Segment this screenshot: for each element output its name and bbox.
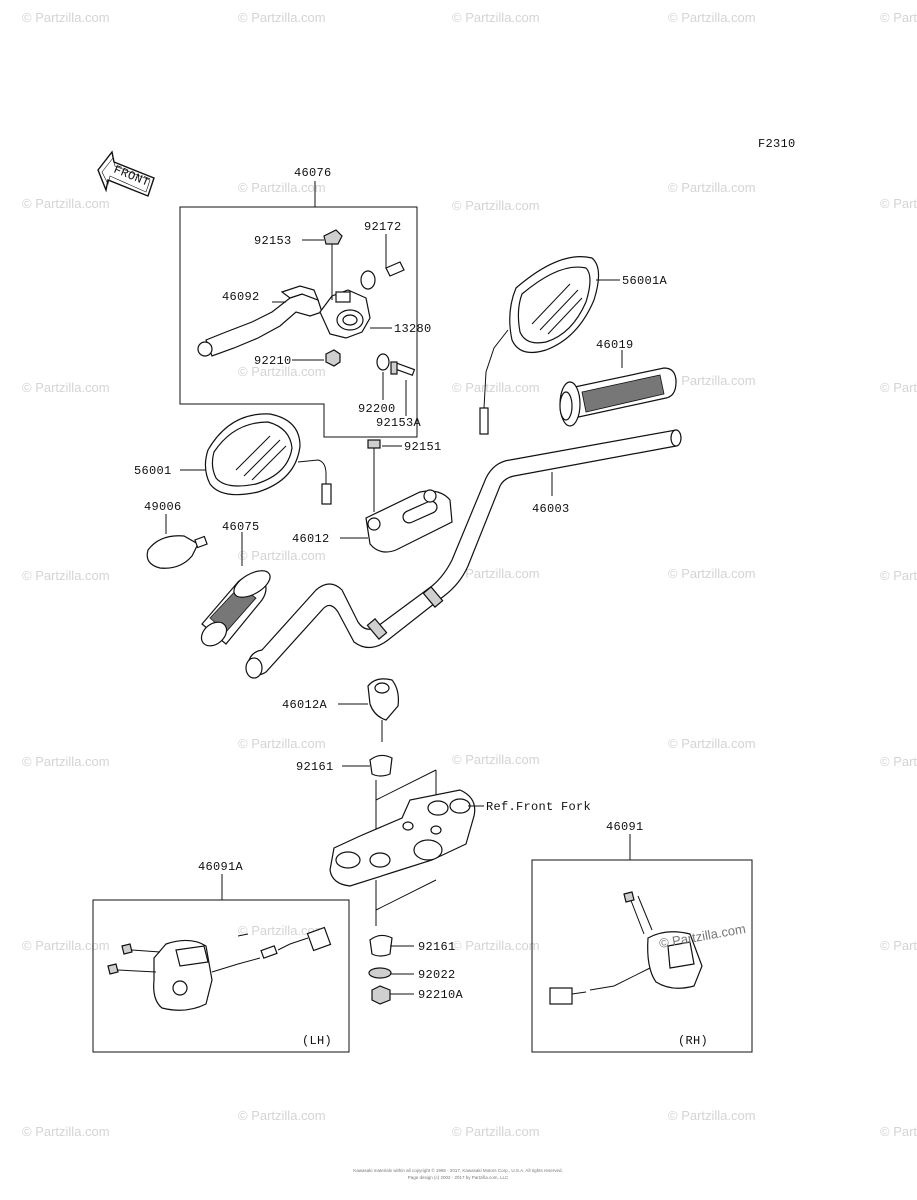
watermark: © Partzilla.com — [22, 754, 110, 769]
nut-92210A[interactable] — [371, 985, 391, 1005]
watermark: © Partzilla.com — [238, 1108, 326, 1123]
watermark: © Partzilla.com — [22, 568, 110, 583]
watermark: © Partzilla.com — [238, 548, 326, 563]
inline-watermark: © Partzilla.com — [658, 921, 747, 951]
upper-bracket[interactable] — [329, 769, 476, 926]
callout-13280[interactable]: 13280 — [394, 322, 432, 336]
watermark: © Partzilla.com — [22, 1124, 110, 1139]
lever-assembly-box — [179, 206, 418, 438]
watermark: © Partzilla.com — [668, 10, 756, 25]
right-mirror[interactable] — [479, 256, 600, 435]
right-grip[interactable] — [559, 367, 677, 427]
callout-46091a[interactable]: 46091A — [198, 860, 244, 874]
rh-switch-box — [531, 859, 753, 1053]
callout-46091[interactable]: 46091 — [606, 820, 644, 834]
watermark: © Partzilla.com — [668, 373, 756, 388]
mirror-cap[interactable] — [146, 535, 208, 569]
washer-92022[interactable] — [368, 967, 392, 979]
watermark: © Partzilla.com — [880, 10, 917, 25]
rh-side-label: (RH) — [678, 1034, 708, 1048]
left-grip[interactable] — [197, 565, 274, 650]
callout-92151[interactable]: 92151 — [404, 440, 442, 454]
watermark: © Partzilla.com — [668, 566, 756, 581]
footer: Kawasaki materials within all copyright … — [353, 1167, 562, 1180]
callout-92161-lower[interactable]: 92161 — [418, 940, 456, 954]
figure-code: F2310 — [758, 137, 796, 151]
watermark: © Partzilla.com — [22, 938, 110, 953]
callout-46076[interactable]: 46076 — [294, 166, 332, 180]
callout-46003[interactable]: 46003 — [532, 502, 570, 516]
callout-92172[interactable]: 92172 — [364, 220, 402, 234]
callout-46075[interactable]: 46075 — [222, 520, 260, 534]
left-mirror[interactable] — [204, 413, 332, 505]
watermark: © Partzilla.com — [880, 196, 917, 211]
watermark: © Partzilla.com — [238, 10, 326, 25]
callout-labels: 46076 92153 92172 46092 13280 92210 9220… — [134, 166, 668, 1002]
handlebar[interactable] — [245, 429, 682, 679]
callout-92210a[interactable]: 92210A — [418, 988, 464, 1002]
watermark: © Partzilla.com — [880, 754, 917, 769]
upper-holder[interactable] — [365, 489, 453, 553]
callout-92210[interactable]: 92210 — [254, 354, 292, 368]
lower-holder[interactable] — [367, 678, 399, 742]
callout-46012a[interactable]: 46012A — [282, 698, 328, 712]
watermark: © Partzilla.com — [880, 1124, 917, 1139]
watermark: © Partzilla.com — [880, 380, 917, 395]
watermark: © Partzilla.com — [452, 198, 540, 213]
watermark: © Partzilla.com — [452, 938, 540, 953]
callout-leaders — [165, 234, 623, 995]
pivot-nut[interactable] — [325, 349, 341, 367]
reference-front-fork[interactable]: Ref.Front Fork — [486, 800, 591, 814]
watermark: © Partzilla.com — [880, 568, 917, 583]
callout-92153a[interactable]: 92153A — [376, 416, 422, 430]
watermark: © Partzilla.com — [452, 752, 540, 767]
callout-46012[interactable]: 46012 — [292, 532, 330, 546]
footer-design: Page design (c) 2002 - 2017 by Partzilla… — [408, 1175, 509, 1180]
callout-49006[interactable]: 49006 — [144, 500, 182, 514]
watermark: © Partzilla.com — [238, 736, 326, 751]
watermark: © Partzilla.com — [668, 736, 756, 751]
holder-bolt[interactable] — [367, 439, 381, 512]
callout-56001[interactable]: 56001 — [134, 464, 172, 478]
watermark: © Partzilla.com — [880, 938, 917, 953]
callout-92161-upper[interactable]: 92161 — [296, 760, 334, 774]
watermark: © Partzilla.com — [452, 10, 540, 25]
watermark: © Partzilla.com — [452, 1124, 540, 1139]
lower-damper[interactable] — [369, 934, 393, 957]
front-arrow-icon: FRONT — [97, 150, 155, 197]
watermark: © Partzilla.com — [22, 380, 110, 395]
callout-46092[interactable]: 46092 — [222, 290, 260, 304]
watermark: © Partzilla.com — [668, 1108, 756, 1123]
lh-switch-box — [92, 899, 350, 1053]
watermark: © Partzilla.com — [22, 196, 110, 211]
pivot-bolt[interactable] — [323, 229, 343, 300]
watermark: © Partzilla.com — [668, 180, 756, 195]
watermark: © Partzilla.com — [238, 180, 326, 195]
lh-switch-housing[interactable] — [107, 926, 332, 1011]
washer[interactable] — [376, 353, 390, 371]
footer-copyright: Kawasaki materials within all copyright … — [353, 1167, 562, 1173]
clamp-bolt[interactable] — [390, 361, 416, 377]
callout-56001a[interactable]: 56001A — [622, 274, 668, 288]
lh-side-label: (LH) — [302, 1034, 332, 1048]
watermark: © Partzilla.com — [452, 566, 540, 581]
rh-switch-housing[interactable] — [549, 891, 703, 1005]
watermark: © Partzilla.com — [238, 923, 326, 938]
callout-92022[interactable]: 92022 — [418, 968, 456, 982]
callout-92200[interactable]: 92200 — [358, 402, 396, 416]
watermark: © Partzilla.com — [238, 364, 326, 379]
watermark: © Partzilla.com — [22, 10, 110, 25]
upper-damper[interactable] — [369, 754, 393, 777]
lever-holder[interactable] — [319, 289, 371, 339]
watermark: © Partzilla.com — [452, 380, 540, 395]
brake-lever[interactable] — [197, 285, 323, 357]
callout-46019[interactable]: 46019 — [596, 338, 634, 352]
collar[interactable] — [360, 261, 405, 290]
callout-92153[interactable]: 92153 — [254, 234, 292, 248]
watermark-layer: © Partzilla.com © Partzilla.com © Partzi… — [22, 10, 917, 1139]
